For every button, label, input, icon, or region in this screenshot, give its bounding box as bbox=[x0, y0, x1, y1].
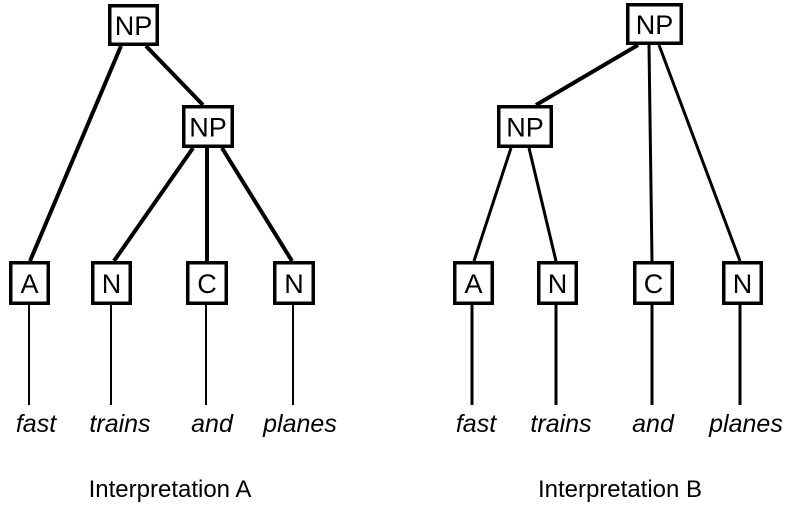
branch-group-tree-b bbox=[472, 43, 742, 262]
node-box-b-inner-np[interactable] bbox=[497, 105, 553, 148]
node-label-a-leaf-a: A bbox=[20, 269, 38, 299]
node-label-a-leaf-n2: N bbox=[284, 269, 304, 299]
branch-b-root-np-to-b-inner-np bbox=[534, 43, 640, 107]
node-label-a-inner-np: NP bbox=[189, 113, 227, 143]
node-label-b-leaf-a: A bbox=[464, 269, 482, 299]
branch-b-root-np-to-b-leaf-n2 bbox=[657, 44, 742, 262]
node-label-b-root-np: NP bbox=[636, 10, 674, 40]
word-tree-a-0: fast bbox=[16, 410, 57, 438]
branch-a-root-np-to-a-inner-np bbox=[144, 44, 205, 107]
node-box-a-leaf-a[interactable] bbox=[9, 261, 50, 305]
branch-b-inner-np-to-b-leaf-a bbox=[472, 147, 513, 262]
branch-a-root-np-to-a-leaf-a bbox=[28, 45, 123, 262]
word-tree-a-3: planes bbox=[262, 410, 337, 438]
word-group-tree-b: fast trains and planes bbox=[456, 410, 783, 438]
word-tree-a-1: trains bbox=[89, 410, 150, 438]
node-label-a-leaf-c: C bbox=[197, 269, 217, 299]
node-box-b-leaf-n1[interactable] bbox=[537, 261, 578, 305]
node-box-b-leaf-a[interactable] bbox=[453, 261, 494, 305]
node-box-b-leaf-n2[interactable] bbox=[722, 261, 763, 305]
node-box-a-leaf-c[interactable] bbox=[186, 261, 228, 305]
node-box-a-root-np[interactable] bbox=[108, 4, 159, 46]
word-tree-b-1: trains bbox=[530, 410, 591, 438]
node-group-tree-b: NP NP A N C N bbox=[453, 3, 763, 305]
node-box-a-leaf-n2[interactable] bbox=[273, 261, 315, 305]
node-box-a-leaf-n1[interactable] bbox=[91, 261, 132, 305]
caption-tree-a: Interpretation A bbox=[89, 476, 252, 503]
branch-group-tree-a bbox=[28, 44, 294, 263]
word-tree-b-3: planes bbox=[708, 410, 783, 438]
node-label-a-leaf-n1: N bbox=[102, 269, 122, 299]
word-tree-b-0: fast bbox=[456, 410, 497, 438]
branch-a-inner-np-to-a-leaf-n1 bbox=[112, 146, 195, 263]
branch-a-inner-np-to-a-leaf-n2 bbox=[220, 146, 294, 263]
stem-group-tree-a bbox=[28, 305, 294, 405]
node-box-b-leaf-c[interactable] bbox=[633, 261, 674, 305]
word-group-tree-a: fast trains and planes bbox=[16, 410, 337, 438]
node-label-a-root-np: NP bbox=[115, 11, 153, 41]
node-label-b-leaf-n1: N bbox=[548, 269, 568, 299]
branch-b-root-np-to-b-leaf-c bbox=[647, 44, 654, 262]
branch-b-inner-np-to-b-leaf-n1 bbox=[527, 147, 558, 262]
node-group-tree-a: NP NP A N C N bbox=[9, 4, 315, 305]
stem-group-tree-b bbox=[470, 305, 742, 405]
node-label-b-leaf-n2: N bbox=[733, 269, 753, 299]
word-tree-b-2: and bbox=[632, 410, 675, 438]
node-label-b-leaf-c: C bbox=[644, 269, 664, 299]
caption-tree-b: Interpretation B bbox=[538, 476, 702, 503]
node-label-b-inner-np: NP bbox=[506, 113, 544, 143]
node-box-b-root-np[interactable] bbox=[626, 3, 683, 45]
node-box-a-inner-np[interactable] bbox=[182, 105, 234, 148]
word-tree-a-2: and bbox=[191, 410, 234, 438]
